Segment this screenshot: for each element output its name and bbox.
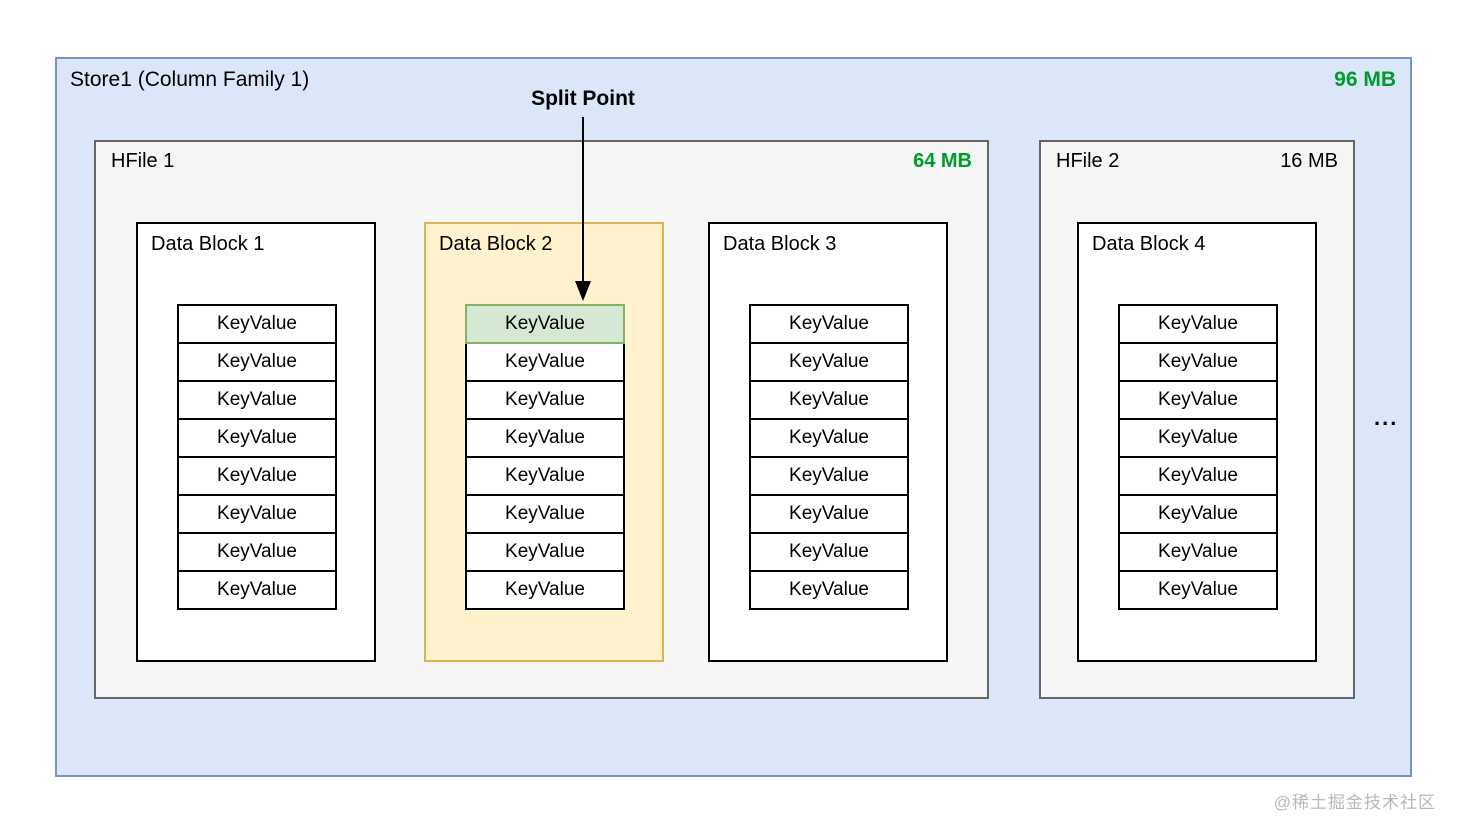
data-block-4: Data Block 4 KeyValue KeyValue KeyValue …: [1077, 222, 1317, 662]
more-hfiles-ellipsis: ...: [1374, 405, 1399, 430]
keyvalue-cell: KeyValue: [465, 418, 625, 458]
keyvalue-cell: KeyValue: [465, 342, 625, 382]
keyvalue-cell: KeyValue: [1118, 380, 1278, 420]
keyvalue-cell: KeyValue: [749, 304, 909, 344]
keyvalue-cell: KeyValue: [1118, 418, 1278, 458]
data-block-3: Data Block 3 KeyValue KeyValue KeyValue …: [708, 222, 948, 662]
data-block-1-keyvalues: KeyValue KeyValue KeyValue KeyValue KeyV…: [177, 304, 337, 610]
watermark-text: @稀土掘金技术社区: [1273, 793, 1436, 812]
hfile-1-name: HFile 1: [111, 150, 175, 172]
keyvalue-cell: KeyValue: [465, 456, 625, 496]
data-block-1: Data Block 1 KeyValue KeyValue KeyValue …: [136, 222, 376, 662]
keyvalue-cell: KeyValue: [177, 456, 337, 496]
keyvalue-cell: KeyValue: [465, 380, 625, 420]
data-block-4-keyvalues: KeyValue KeyValue KeyValue KeyValue KeyV…: [1118, 304, 1278, 610]
data-block-4-label: Data Block 4: [1092, 233, 1206, 255]
keyvalue-cell: KeyValue: [749, 418, 909, 458]
keyvalue-cell: KeyValue: [1118, 342, 1278, 382]
hfile-1-container: HFile 1 64 MB Data Block 1 KeyValue KeyV…: [94, 140, 989, 699]
keyvalue-cell: KeyValue: [749, 456, 909, 496]
keyvalue-cell: KeyValue: [465, 532, 625, 572]
data-block-3-keyvalues: KeyValue KeyValue KeyValue KeyValue KeyV…: [749, 304, 909, 610]
hfile-2-name: HFile 2: [1056, 150, 1120, 172]
keyvalue-cell: KeyValue: [1118, 532, 1278, 572]
data-block-2: Data Block 2 KeyValue KeyValue KeyValue …: [424, 222, 664, 662]
keyvalue-cell: KeyValue: [177, 418, 337, 458]
keyvalue-cell: KeyValue: [1118, 456, 1278, 496]
keyvalue-cell: KeyValue: [177, 380, 337, 420]
hfile-1-size-badge: 64 MB: [913, 150, 972, 172]
store-size-badge: 96 MB: [1334, 68, 1396, 91]
hfile-2-container: HFile 2 16 MB Data Block 4 KeyValue KeyV…: [1039, 140, 1355, 699]
keyvalue-cell: KeyValue: [749, 380, 909, 420]
keyvalue-cell: KeyValue: [749, 342, 909, 382]
keyvalue-cell: KeyValue: [177, 532, 337, 572]
keyvalue-cell: KeyValue: [177, 342, 337, 382]
store-title: Store1 (Column Family 1): [70, 68, 310, 91]
split-point-arrow-icon: [575, 117, 591, 301]
keyvalue-cell: KeyValue: [1118, 570, 1278, 610]
hfile-2-size-badge: 16 MB: [1280, 150, 1338, 172]
data-block-2-label: Data Block 2: [439, 233, 553, 255]
keyvalue-cell: KeyValue: [465, 494, 625, 534]
store-container: Store1 (Column Family 1) 96 MB Split Poi…: [55, 57, 1412, 777]
keyvalue-cell: KeyValue: [177, 570, 337, 610]
keyvalue-cell-split-point: KeyValue: [465, 304, 625, 344]
keyvalue-cell: KeyValue: [749, 570, 909, 610]
keyvalue-cell: KeyValue: [177, 494, 337, 534]
split-point-label: Split Point: [531, 87, 635, 110]
data-block-3-label: Data Block 3: [723, 233, 837, 255]
keyvalue-cell: KeyValue: [1118, 494, 1278, 534]
keyvalue-cell: KeyValue: [465, 570, 625, 610]
keyvalue-cell: KeyValue: [749, 532, 909, 572]
keyvalue-cell: KeyValue: [1118, 304, 1278, 344]
keyvalue-cell: KeyValue: [177, 304, 337, 344]
keyvalue-cell: KeyValue: [749, 494, 909, 534]
data-block-1-label: Data Block 1: [151, 233, 265, 255]
data-block-2-keyvalues: KeyValue KeyValue KeyValue KeyValue KeyV…: [465, 304, 625, 610]
